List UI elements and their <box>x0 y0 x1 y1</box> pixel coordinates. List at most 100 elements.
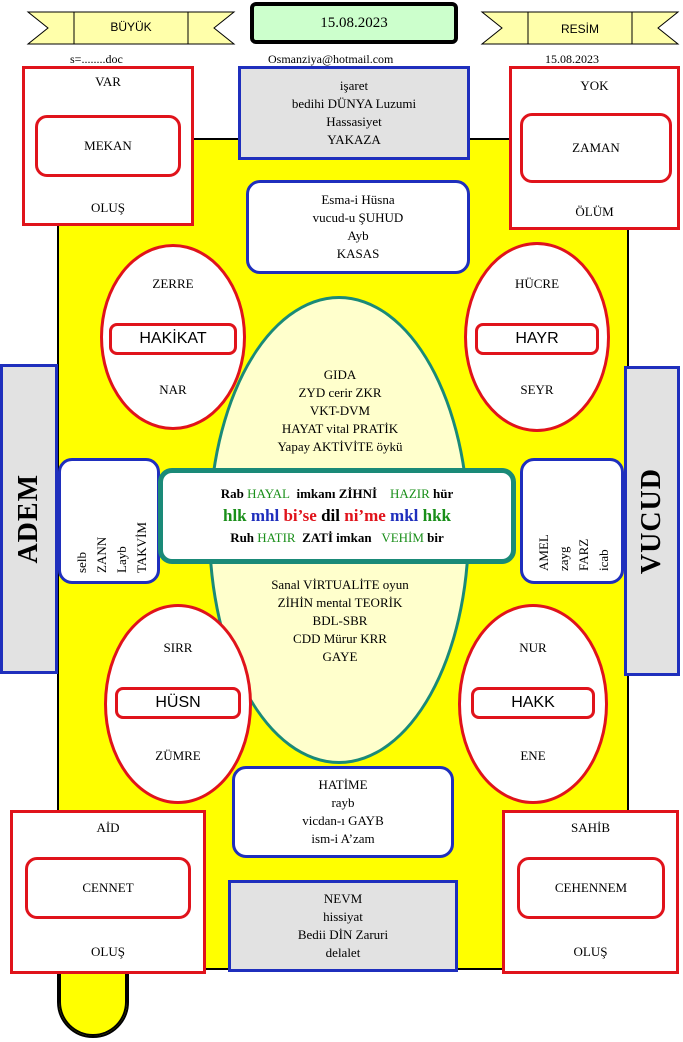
bottom-blue-line-2: rayb <box>331 795 355 810</box>
left-subtitle: s=........doc <box>70 52 123 66</box>
ellipse-top-right-center: HAYR <box>475 323 599 355</box>
corner-top-right: YOK ZAMAN ÖLÜM <box>509 66 680 230</box>
right-banner-shape <box>480 11 680 45</box>
bottom-grey-line-1: NEVM <box>323 891 363 906</box>
center-word-hlk: hlk <box>222 506 247 525</box>
corner-top-left: VAR MEKAN OLUŞ <box>22 66 194 226</box>
center-word-rab: Rab <box>220 486 244 501</box>
corner-top-left-center: MEKAN <box>35 115 181 177</box>
ellipse-top-right: HÜCRE HAYR SEYR <box>464 242 610 432</box>
bottom-grey-line-4: delalet <box>325 945 361 960</box>
corner-bottom-right-center: CEHENNEM <box>517 857 665 919</box>
corner-top-left-bottom: OLUŞ <box>91 200 125 215</box>
ellipse-bottom-right-center-label: HAKK <box>511 694 555 711</box>
corner-top-right-center: ZAMAN <box>520 113 672 183</box>
center-word-hayal: HAYAL <box>247 486 290 501</box>
right-small-line-1: AMEL <box>536 534 551 571</box>
top-grey-line-3: Hassasiyet <box>326 114 382 129</box>
ellipse-bottom-right-center: HAKK <box>471 687 595 719</box>
ellipse-top-left-center-label: HAKİKAT <box>139 330 207 347</box>
ellipse-top-left-center: HAKİKAT <box>109 323 237 355</box>
center-upper-line-5: Yapay AKTİVİTE öykü <box>277 439 403 454</box>
center-lower-line-1: Sanal VİRTUALİTE oyun <box>271 577 409 592</box>
right-small-box: icab FARZ zayg AMEL <box>520 458 624 584</box>
ellipse-bottom-right-top: NUR <box>519 640 547 655</box>
side-right-label: VUCUD <box>636 467 667 575</box>
left-small-text: TAKVİM Layb ZANN selb <box>73 469 151 573</box>
top-grey-line-2: bedihi DÜNYA Luzumi <box>291 96 417 111</box>
side-left-label: ADEM <box>13 474 44 564</box>
corner-bottom-right-top: SAHİB <box>570 820 610 835</box>
corner-top-left-top: VAR <box>95 74 121 89</box>
date-box: 15.08.2023 <box>250 2 458 44</box>
ellipse-bottom-right: NUR HAKK ENE <box>458 604 608 804</box>
left-small-line-4: TAKVİM <box>134 522 149 573</box>
bottom-blue-line-4: ism-i A’zam <box>311 831 375 846</box>
center-word-imkani: imkanı <box>296 486 336 501</box>
center-upper-line-2: ZYD cerir ZKR <box>298 385 382 400</box>
corner-bottom-right-bottom: OLUŞ <box>573 944 608 959</box>
center-word-ruh: Ruh <box>230 530 255 545</box>
bottom-blue-line-1: HATİME <box>318 777 368 792</box>
corner-bottom-left-top: AİD <box>96 820 120 835</box>
right-small-text: icab FARZ zayg AMEL <box>535 471 613 571</box>
top-blue-box: Esma-i Hüsna vucud-u ŞUHUD Ayb KASAS <box>246 180 470 274</box>
right-subtitle: 15.08.2023 <box>545 52 599 66</box>
top-blue-line-1: Esma-i Hüsna <box>321 192 395 207</box>
right-small-line-4: icab <box>596 549 611 571</box>
corner-bottom-left: AİD CENNET OLUŞ <box>10 810 206 974</box>
top-blue-line-4: KASAS <box>336 246 380 261</box>
center-word-hazir: HAZIR <box>390 486 430 501</box>
center-upper-line-4: HAYAT vital PRATİK <box>281 421 399 436</box>
ellipse-top-left-top: ZERRE <box>152 276 194 291</box>
right-small-line-3: FARZ <box>576 538 591 571</box>
bottom-grey-line-3: Bedii DİN Zaruri <box>297 927 389 942</box>
center-upper-line-3: VKT-DVM <box>309 403 371 418</box>
left-small-line-3: Layb <box>114 546 129 573</box>
center-word-mhl: mhl <box>250 506 280 525</box>
date-text: 15.08.2023 <box>320 14 388 31</box>
ellipse-bottom-left-center: HÜSN <box>115 687 241 719</box>
center-word-mkl: mkl <box>390 506 419 525</box>
center-word-zihni: ZİHNİ <box>338 486 378 501</box>
right-banner-label: RESİM <box>560 22 599 36</box>
center-word-hkk: hkk <box>422 506 452 525</box>
left-small-line-1: selb <box>74 552 89 573</box>
ellipse-top-right-top: HÜCRE <box>514 276 560 291</box>
center-upper-line-1: GIDA <box>323 367 357 382</box>
corner-bottom-right: SAHİB CEHENNEM OLUŞ <box>502 810 679 974</box>
ellipse-top-left: ZERRE HAKİKAT NAR <box>100 244 246 430</box>
center-word-zati: ZATİ <box>302 530 333 545</box>
center-lower-line-4: CDD Mürur KRR <box>293 631 387 646</box>
bottom-blue-box: HATİME rayb vicdan-ı GAYB ism-i A’zam <box>232 766 454 858</box>
ellipse-bottom-left-bottom: ZÜMRE <box>155 748 201 763</box>
center-upper-text: GIDA ZYD cerir ZKR VKT-DVM HAYAT vital P… <box>240 366 440 456</box>
center-box-line-3: Ruh HATIR ZATİ imkan VEHİM bir <box>230 528 444 548</box>
ellipse-top-left-bottom: NAR <box>159 382 187 397</box>
right-small-line-2: zayg <box>556 546 571 571</box>
center-lower-line-5: GAYE <box>322 649 358 664</box>
corner-bottom-left-bottom: OLUŞ <box>91 944 125 959</box>
left-small-line-2: ZANN <box>94 536 109 573</box>
center-box: Rab HAYAL imkanı ZİHNİ HAZIR hür hlk mhl… <box>158 468 516 564</box>
center-word-dil: dil <box>321 506 340 525</box>
side-left-box: ADEM <box>0 364 58 674</box>
corner-bottom-left-center-label: CENNET <box>82 880 134 895</box>
ellipse-bottom-right-bottom: ENE <box>520 748 546 763</box>
left-banner-label: BÜYÜK <box>110 20 152 34</box>
center-word-imkan: imkan <box>336 530 372 545</box>
center-lower-line-3: BDL-SBR <box>312 613 368 628</box>
center-word-hatir: HATIR <box>257 530 296 545</box>
top-grey-line-4: YAKAZA <box>327 132 381 147</box>
ellipse-top-right-center-label: HAYR <box>515 330 559 347</box>
center-word-hur: hür <box>433 486 454 501</box>
center-word-bise: bi’se <box>283 506 317 525</box>
corner-top-right-top: YOK <box>580 78 609 93</box>
corner-top-right-bottom: ÖLÜM <box>575 204 614 219</box>
email-text: Osmanziya@hotmail.com <box>268 52 394 66</box>
corner-top-left-center-label: MEKAN <box>84 138 132 153</box>
top-blue-line-3: Ayb <box>347 228 369 243</box>
bottom-grey-box: NEVM hissiyat Bedii DİN Zaruri delalet <box>228 880 458 972</box>
bottom-blue-line-3: vicdan-ı GAYB <box>302 813 384 828</box>
